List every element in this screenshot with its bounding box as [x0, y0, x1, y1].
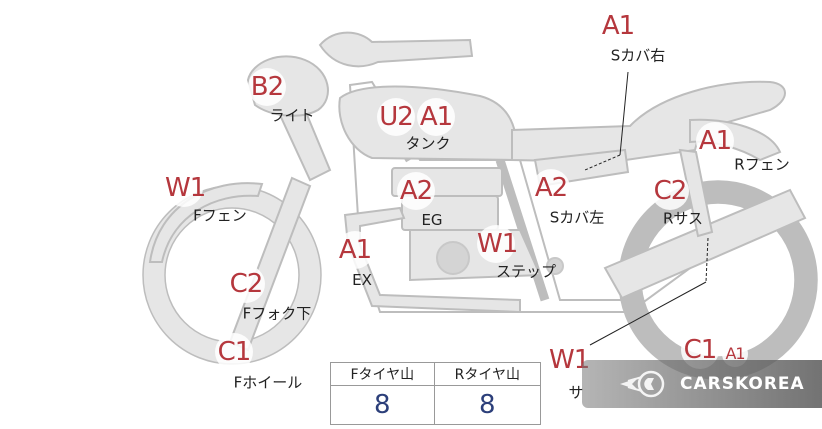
- label-engine: EG: [421, 211, 443, 229]
- grade-light: B2: [248, 68, 286, 106]
- label-step: ステップ: [495, 262, 557, 281]
- grade-s-cover-right: A1: [599, 7, 637, 45]
- carskorea-watermark: CARSKOREA: [582, 360, 822, 408]
- grade-f-fender: W1: [165, 169, 206, 207]
- label-f-fork-lower: Fフォク下: [242, 304, 312, 323]
- grade-muffler: W1: [549, 341, 590, 379]
- label-muffler: サ: [568, 383, 584, 402]
- seat-shape: [511, 80, 786, 164]
- label-f-fender: Fフェン: [193, 206, 247, 225]
- tire-header-rear: Rタイヤ山: [433, 362, 542, 386]
- grade-r-fender: A1: [696, 122, 734, 160]
- muffler-shape: [603, 188, 807, 300]
- grade-r-suspension: C2: [651, 172, 689, 210]
- tire-value-rear: 8: [433, 385, 542, 425]
- label-exhaust: EX: [352, 271, 372, 289]
- label-r-suspension: Rサス: [662, 209, 704, 228]
- watermark-text: CARSKOREA: [680, 374, 805, 394]
- grade-tank-2: A1: [417, 98, 455, 136]
- grade-r-wheel-2: A1: [722, 341, 748, 367]
- grade-engine: A2: [397, 172, 435, 210]
- leader-line-s-cover-right: [619, 71, 629, 156]
- tire-header-front: Fタイヤ山: [330, 362, 435, 386]
- tire-tread-table: Fタイヤ山 Rタイヤ山 8 8: [330, 362, 542, 425]
- grade-exhaust: A1: [336, 231, 374, 269]
- label-tank: タンク: [405, 134, 451, 153]
- label-f-wheel: Fホイール: [233, 373, 303, 392]
- grade-s-cover-left: A2: [532, 169, 570, 207]
- label-light: ライト: [269, 106, 315, 125]
- front-fender-shape: [148, 182, 264, 263]
- carskorea-logo-icon: [620, 370, 665, 398]
- label-s-cover-left: Sカバ左: [549, 208, 605, 227]
- grade-f-fork-lower: C2: [227, 265, 265, 303]
- grade-step: W1: [477, 225, 518, 263]
- exhaust-shape: [343, 206, 521, 314]
- label-s-cover-right: Sカバ右: [610, 46, 666, 65]
- leader-line-muffler: [589, 281, 707, 346]
- grade-tank-1: U2: [377, 98, 415, 136]
- tire-value-front: 8: [330, 385, 435, 425]
- label-r-fender: Rフェン: [734, 155, 790, 174]
- grade-f-wheel: C1: [215, 333, 253, 371]
